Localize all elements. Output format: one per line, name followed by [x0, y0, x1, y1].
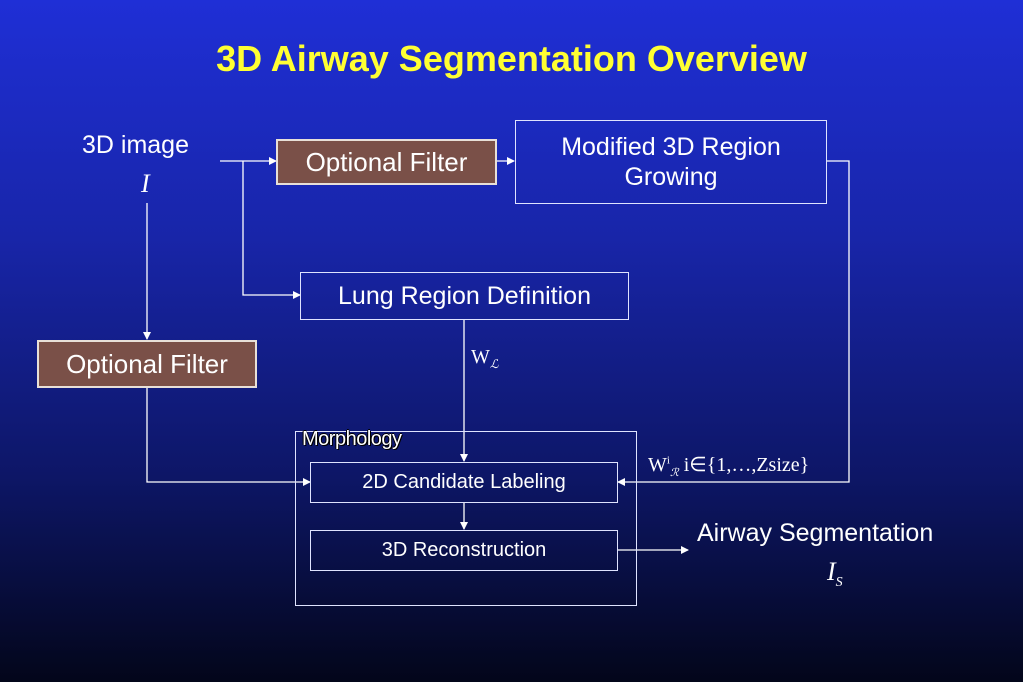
lung-region-box: Lung Region Definition: [300, 272, 629, 320]
optional-filter-left: Optional Filter: [37, 340, 257, 388]
candidate-labeling-label: 2D Candidate Labeling: [362, 471, 566, 493]
wr-base: W: [648, 454, 667, 476]
input-symbol: I: [141, 169, 150, 198]
arrow-left-filter-to-candidate: [146, 388, 311, 486]
wr-label: Wiℛ i∈{1,…,Zsize}: [648, 452, 809, 479]
wr-sub: ℛ: [669, 467, 679, 479]
optional-filter-left-label: Optional Filter: [66, 348, 228, 379]
output-label: Airway Segmentation: [697, 519, 934, 547]
reconstruction-box: 3D Reconstruction: [310, 530, 618, 571]
candidate-labeling-box: 2D Candidate Labeling: [310, 462, 618, 503]
lung-region-label: Lung Region Definition: [338, 281, 591, 310]
wl-base: W: [471, 346, 490, 368]
morphology-group: [295, 431, 637, 606]
wl-sub: ℒ: [489, 357, 499, 371]
wr-set: i∈{1,…,Zsize}: [683, 454, 810, 476]
morphology-label: Morphology: [302, 428, 402, 450]
region-growing-label: Modified 3D Region Growing: [561, 133, 781, 191]
reconstruction-label: 3D Reconstruction: [381, 539, 547, 561]
output-symbol: IS: [827, 557, 843, 591]
page-title: 3D Airway Segmentation Overview: [216, 38, 807, 79]
wl-label: Wℒ: [471, 346, 499, 372]
output-symbol-sub: S: [835, 575, 843, 591]
arrow-region-growing-to-candidate: [617, 160, 850, 486]
wr-sup: i: [666, 454, 670, 467]
optional-filter-top: Optional Filter: [276, 139, 497, 185]
output-symbol-base: I: [827, 557, 836, 586]
arrow-input-to-lung-region: [242, 161, 301, 299]
optional-filter-top-label: Optional Filter: [305, 146, 468, 177]
input-label: 3D image: [82, 131, 189, 159]
region-growing-box: Modified 3D Region Growing: [515, 120, 827, 204]
